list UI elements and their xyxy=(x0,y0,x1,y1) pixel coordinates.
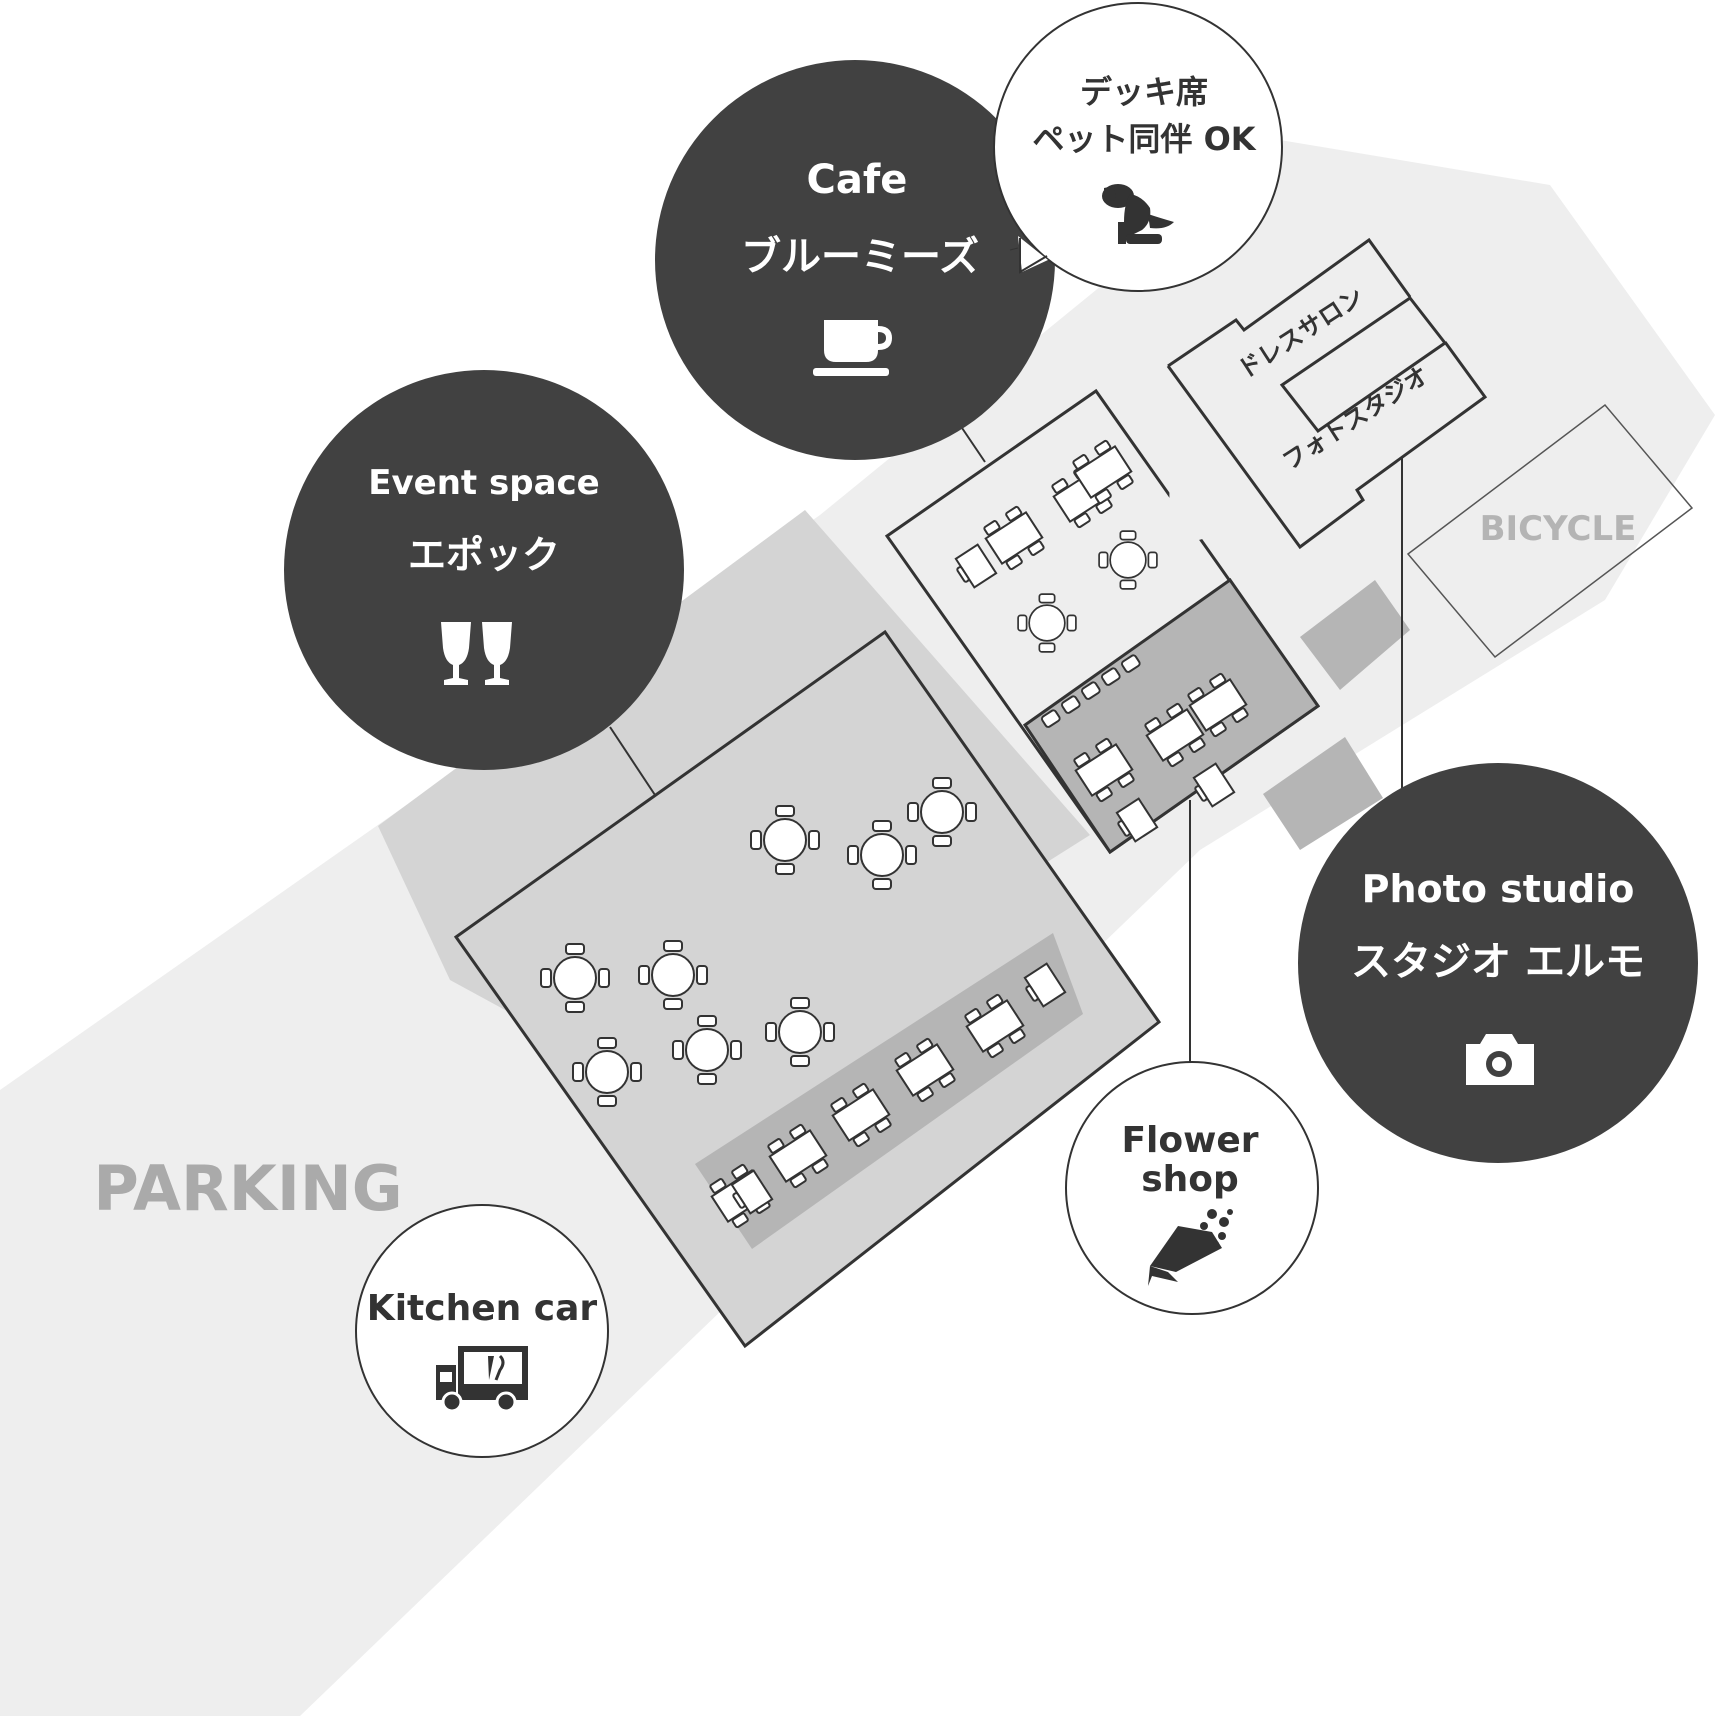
deck-line2: ペット同伴 OK xyxy=(1032,120,1256,158)
camera-icon xyxy=(1466,1034,1534,1085)
parking-label: PARKING xyxy=(93,1152,402,1225)
coffee-cup-icon xyxy=(813,320,892,376)
cafe-title: Cafe xyxy=(807,157,908,203)
photo-studio-inner xyxy=(1279,295,1448,434)
photo-studio-title: Photo studio xyxy=(1362,867,1635,911)
event-space-bubble[interactable]: Event space エポック xyxy=(284,370,684,770)
flower-shop-line1: Flower xyxy=(1121,1120,1258,1161)
deck-bubble[interactable]: デッキ席 ペット同伴 OK xyxy=(993,2,1351,415)
connector-line xyxy=(609,726,656,796)
dog-icon xyxy=(1102,184,1174,244)
kitchen-car-title: Kitchen car xyxy=(367,1288,598,1329)
event-space-name: エポック xyxy=(408,533,560,577)
bicycle-label: BICYCLE xyxy=(1480,509,1637,549)
bicycle-area xyxy=(1406,403,1694,659)
storage-block xyxy=(1300,580,1410,690)
photo-studio-name: スタジオ エルモ xyxy=(1351,939,1645,985)
cafe-bubble[interactable]: Cafe ブルーミーズ xyxy=(655,60,1055,460)
flower-shop-line2: shop xyxy=(1141,1159,1239,1200)
cafe-name: ブルーミーズ xyxy=(741,234,979,280)
photo-studio-bubble[interactable]: Photo studio スタジオ エルモ xyxy=(1298,763,1698,1163)
cafe-floor xyxy=(884,388,1321,855)
event-space-title: Event space xyxy=(368,463,599,503)
event-space-floor xyxy=(453,629,1162,1349)
wine-glasses-icon xyxy=(441,622,512,685)
food-truck-icon xyxy=(436,1346,528,1413)
storage-block xyxy=(1263,737,1383,850)
deck-line1: デッキ席 xyxy=(1080,73,1208,111)
flower-shop-bubble[interactable]: Flower shop xyxy=(1065,1061,1319,1315)
kitchen-car-bubble[interactable]: Kitchen car xyxy=(355,1204,609,1458)
bouquet-icon xyxy=(1148,1209,1233,1286)
